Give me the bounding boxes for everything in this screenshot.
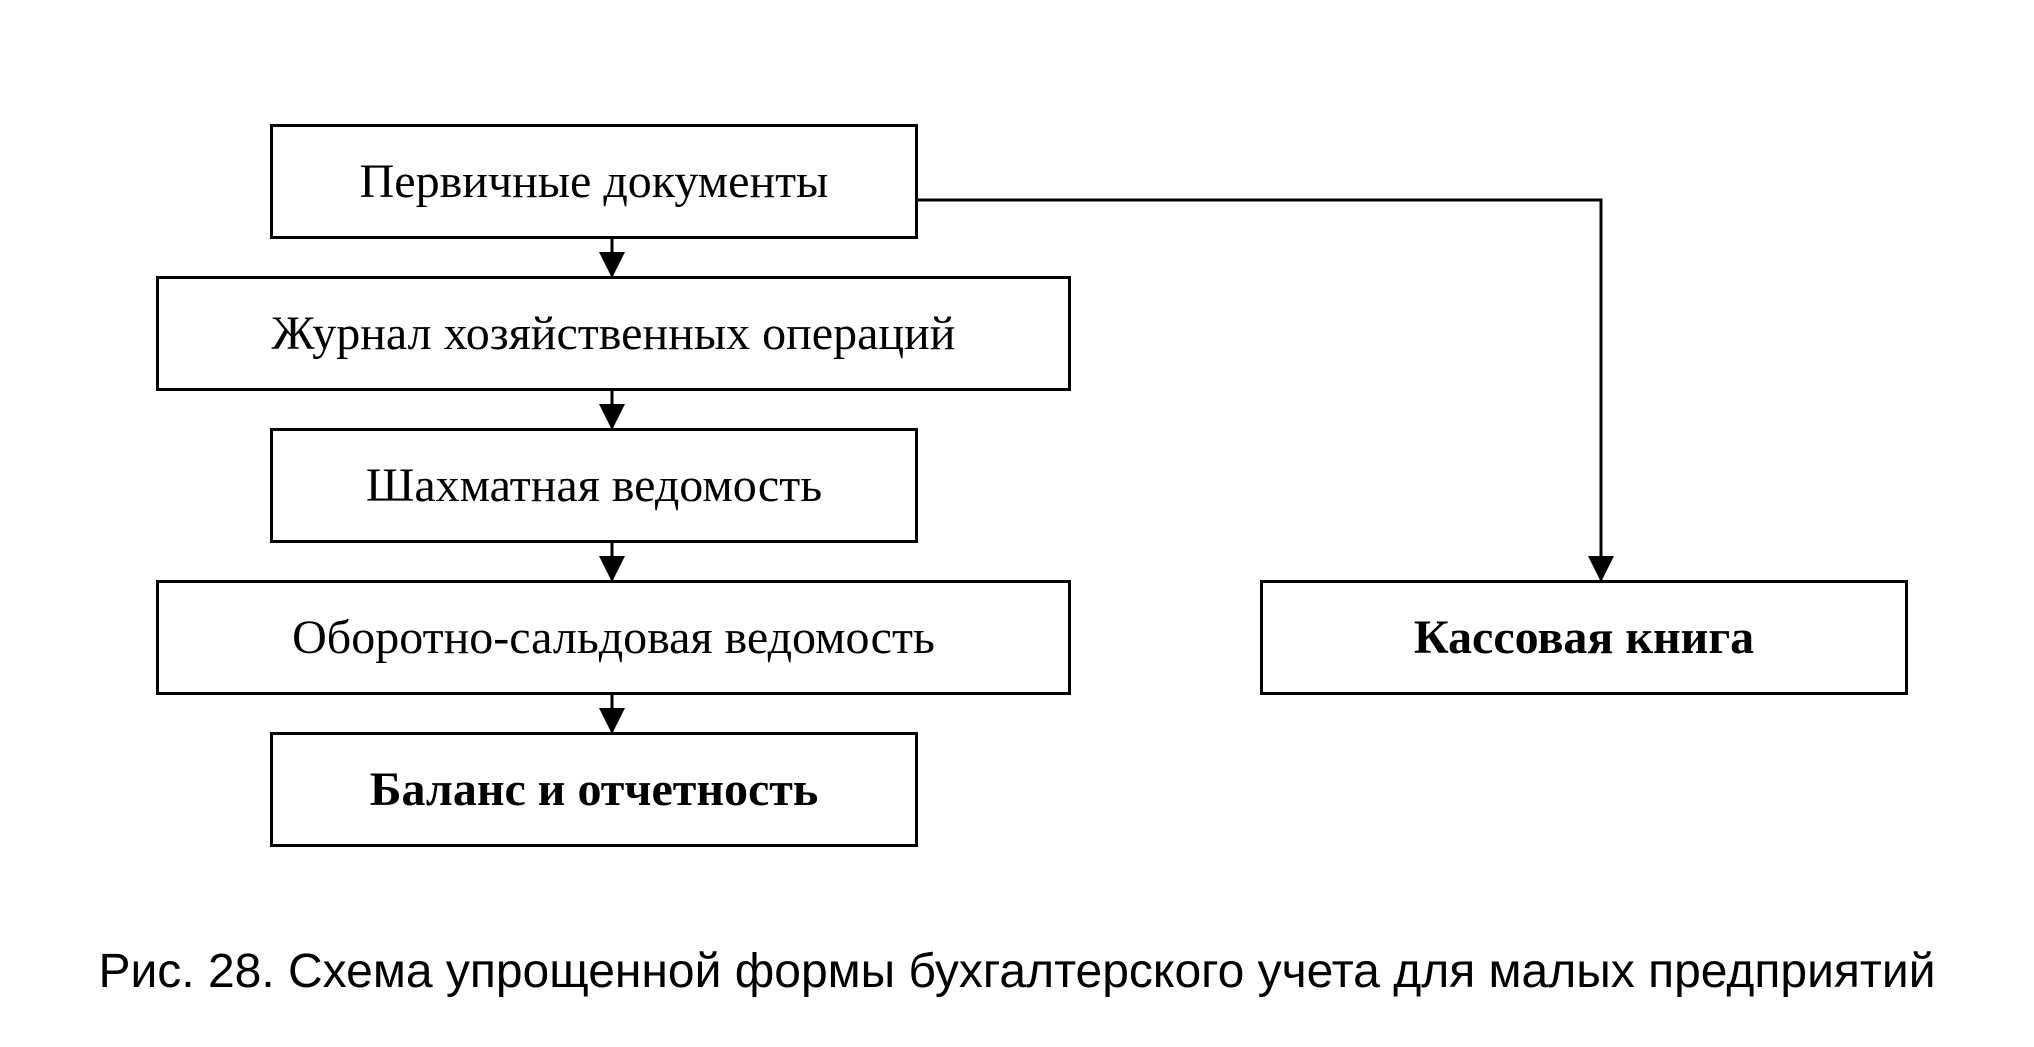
node-label: Журнал хозяйственных операций (271, 306, 956, 360)
node-label: Шахматная ведомость (365, 458, 823, 512)
figure-caption: Рис. 28. Схема упрощенной формы бухгалте… (98, 945, 1936, 998)
node-chess-sheet: Шахматная ведомость (270, 428, 918, 543)
edge-primary-to-cashbook (918, 198, 1614, 582)
node-journal: Журнал хозяйственных операций (156, 276, 1071, 391)
node-balance: Баланс и отчетность (270, 732, 918, 847)
node-label: Кассовая книга (1413, 610, 1755, 664)
node-label: Оборотно-сальдовая ведомость (292, 610, 935, 664)
node-primary-documents: Первичные документы (270, 124, 918, 239)
node-label: Первичные документы (359, 154, 829, 208)
node-cash-book: Кассовая книга (1260, 580, 1908, 695)
node-label: Баланс и отчетность (369, 762, 819, 816)
node-turnover-sheet: Оборотно-сальдовая ведомость (156, 580, 1071, 695)
